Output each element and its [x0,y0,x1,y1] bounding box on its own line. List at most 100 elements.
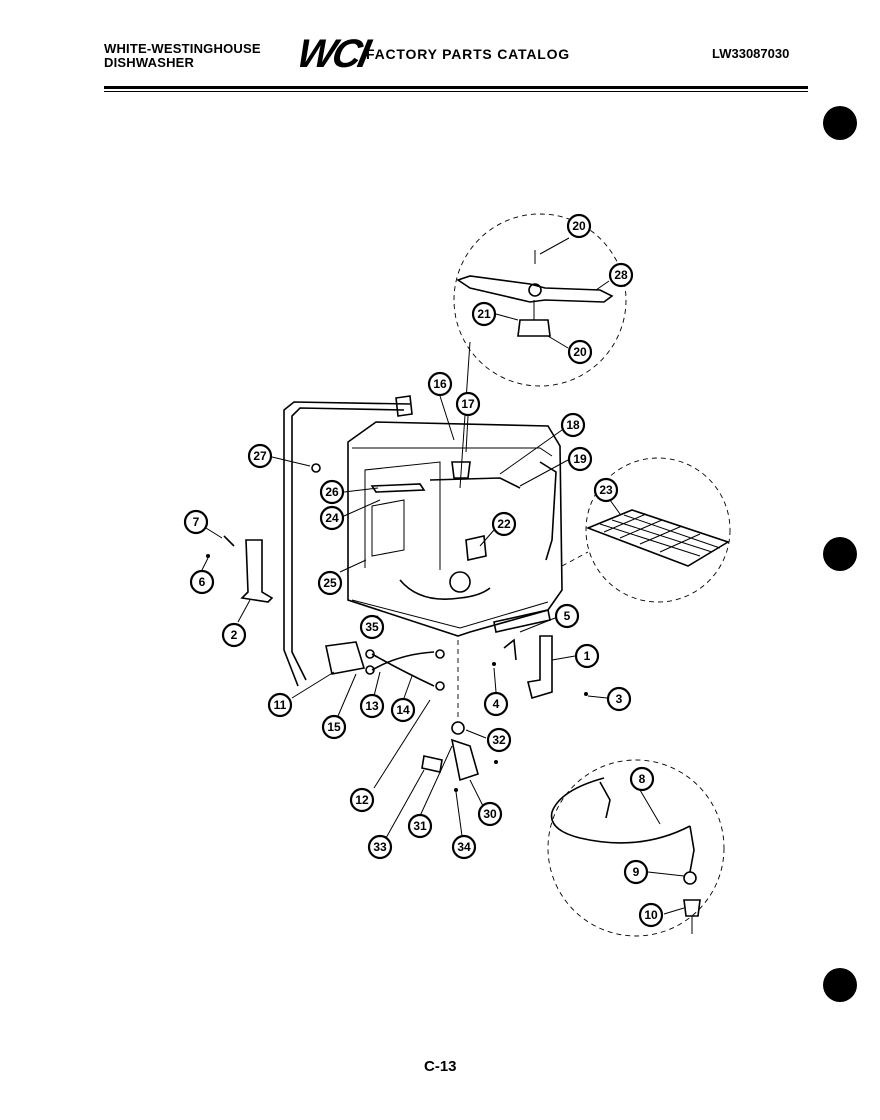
svg-text:6: 6 [199,575,206,589]
svg-text:2: 2 [231,628,238,642]
callout-25: 25 [317,570,343,596]
drain-hoses [365,649,445,691]
rack-detail [561,457,731,603]
callout-14: 14 [390,697,416,723]
svg-text:31: 31 [413,819,427,833]
hose-13 [371,653,435,687]
callout-7: 7 [183,509,209,535]
lower-spray-arm [429,477,521,489]
tub-inner-wall [364,461,441,570]
svg-text:9: 9 [633,865,640,879]
svg-text:20: 20 [572,219,586,233]
binder-hole-middle [823,537,857,571]
svg-text:11: 11 [274,698,287,712]
catalog-title: FACTORY PARTS CATALOG [366,46,570,62]
svg-text:27: 27 [253,449,267,463]
detail-circle-spray-arm [453,213,627,387]
callout-19: 19 [567,446,593,472]
model-code: LW33087030 [712,46,790,61]
binder-hole-bottom [823,968,857,1002]
svg-text:28: 28 [614,268,628,282]
svg-text:22: 22 [497,517,511,531]
screw-7 [223,535,235,547]
svg-text:24: 24 [325,511,339,525]
power-cord [550,777,691,844]
drain-parts [421,640,498,792]
drain-hose-inner [399,579,491,600]
pump-sump [449,571,471,593]
svg-text:20: 20 [573,345,587,359]
svg-text:33: 33 [373,840,387,854]
callout-20-bottom: 20 [567,339,593,365]
callout-3: 3 [606,686,632,712]
callout-10: 10 [638,902,664,928]
fill-tube-outer [283,401,411,687]
power-cord-detail [547,759,725,937]
clamp-32 [451,721,465,735]
leader-lines [201,237,685,915]
bracket-1 [527,635,553,700]
svg-text:14: 14 [396,703,410,717]
upper-spray-arm [456,275,614,303]
rack-23 [585,509,730,567]
screw-34 [454,788,458,792]
callout-12: 12 [349,787,375,813]
spray-arm-bearing [517,319,551,337]
svg-text:25: 25 [323,576,337,590]
tub-outline [347,421,563,637]
callout-4: 4 [483,691,509,717]
callout-21: 21 [471,301,497,327]
svg-text:18: 18 [566,418,580,432]
svg-text:32: 32 [492,733,506,747]
callout-9: 9 [623,859,649,885]
tub-front-bracket [493,609,551,633]
hose-14 [371,651,435,671]
bracket-2 [240,539,274,603]
detergent-dispenser-part [465,535,487,561]
fill-tube-inner [291,407,405,681]
callout-28: 28 [608,262,634,288]
detail-circle-cord [547,759,725,937]
header-rule-thin [104,91,808,92]
svg-text:7: 7 [193,515,200,529]
callout-8: 8 [629,766,655,792]
svg-text:26: 26 [325,485,339,499]
cord-connector-10 [683,899,701,917]
svg-text:5: 5 [564,609,571,623]
screw-3 [584,692,588,696]
callout-5: 5 [554,603,580,629]
svg-text:30: 30 [483,807,497,821]
svg-text:17: 17 [461,397,475,411]
inlet-valve [325,641,366,675]
callout-13: 13 [359,693,385,719]
screw-4 [492,662,496,666]
svg-text:19: 19 [573,452,587,466]
svg-text:13: 13 [365,699,379,713]
svg-text:23: 23 [599,483,613,497]
callout-1: 1 [574,643,600,669]
mounting-brackets [206,535,588,700]
callout-31: 31 [407,813,433,839]
callout-23: 23 [593,477,619,503]
callout-11: 11 [267,692,293,718]
svg-text:12: 12 [355,793,369,807]
svg-text:16: 16 [433,377,447,391]
callout-16: 16 [427,371,453,397]
svg-text:21: 21 [477,307,491,321]
callout-2: 2 [221,622,247,648]
callout-24: 24 [319,505,345,531]
clip-5 [503,638,517,661]
fill-tube-assembly [283,395,413,687]
strain-relief-9 [683,871,697,885]
bracket-30 [450,738,479,782]
brand-block: WHITE-WESTINGHOUSE DISHWASHER [104,42,261,70]
callout-6: 6 [189,569,215,595]
svg-text:3: 3 [616,692,623,706]
callout-34: 34 [451,834,477,860]
svg-text:34: 34 [457,840,471,854]
callout-32: 32 [486,727,512,753]
grommet [311,463,321,473]
valve-33 [421,755,443,773]
page-number: C-13 [424,1058,457,1075]
